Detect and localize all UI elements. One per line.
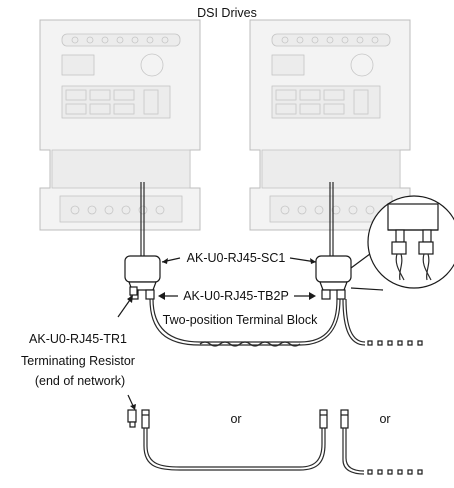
alt-resistor-plug [128,395,136,427]
terminal-block-desc-label: Two-position Terminal Block [163,313,318,327]
label-terminal-block: AK-U0-RJ45-TB2P Two-position Terminal Bl… [158,289,318,327]
or-label-1: or [230,412,241,426]
resistor-note-label: (end of network) [35,374,125,388]
label-splitter: AK-U0-RJ45-SC1 [162,251,316,265]
label-resistor: AK-U0-RJ45-TR1 Terminating Resistor (end… [21,295,135,388]
network-continues-upper [368,341,422,345]
terminating-resistor-plug [130,287,137,295]
resistor-part-label: AK-U0-RJ45-TR1 [29,332,127,346]
resistor-desc-label: Terminating Resistor [21,354,135,368]
or-label-2: or [379,412,390,426]
splitter-right [316,256,351,299]
diagram-title: DSI Drives [197,6,257,20]
terminal-block-part-label: AK-U0-RJ45-TB2P [183,289,289,303]
drive-left [40,20,200,230]
splitter-label: AK-U0-RJ45-SC1 [187,251,286,265]
